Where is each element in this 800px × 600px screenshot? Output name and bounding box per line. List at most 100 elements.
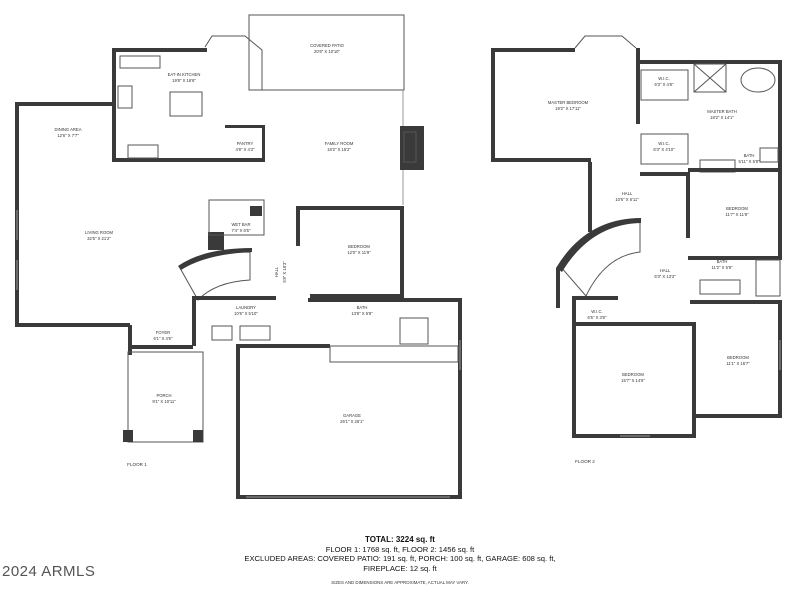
- hall-lower-dim: 6'3" X 13'3": [654, 274, 676, 279]
- master-west-wall: [491, 48, 495, 162]
- bedroom-name: BEDROOM: [348, 244, 370, 249]
- total-area: TOTAL: 3224 sq. ft: [365, 535, 435, 544]
- floor-1-plan: [15, 14, 462, 499]
- wet-bar-column: [250, 206, 262, 216]
- garage-east-wall: [458, 298, 462, 499]
- dining-area-dim: 12'6" X 7'7": [57, 133, 79, 138]
- floor-2-labels: MASTER BEDROOM 19'2" X 17'11" W.I.C. 6'3…: [548, 76, 760, 464]
- bedroom-right-name: BEDROOM: [726, 206, 748, 211]
- wic-top-name: W.I.C.: [658, 76, 669, 81]
- bedroom-west-wall: [296, 206, 300, 246]
- porch-outline: [127, 351, 204, 443]
- laundry-sink: [239, 325, 271, 341]
- kitchen-counter: [119, 55, 161, 69]
- bath-dim: 13'8" X 5'8": [351, 311, 373, 316]
- floor-1-labels: COVERED PATIO 20'6" X 10'10" EAT-IN KITC…: [55, 43, 374, 467]
- master-bath-dim: 18'2" X 14'1": [710, 115, 734, 120]
- dining-area-name: DINING AREA: [55, 127, 82, 132]
- floor-2-label: FLOOR 2: [575, 459, 595, 464]
- shower: [399, 317, 429, 345]
- master-shower: [693, 63, 727, 93]
- covered-patio-outline: [248, 14, 405, 91]
- hall-upper-name: HALL: [622, 191, 633, 196]
- master-east-wall: [636, 48, 640, 124]
- hall-upper-west-wall: [588, 162, 592, 232]
- laundry-north-wall: [196, 296, 276, 300]
- porch-column-right: [193, 430, 203, 442]
- master-bath-south-wall: [688, 168, 782, 172]
- hall-name: HALL: [274, 266, 279, 277]
- bath-right-name: BATH: [717, 259, 728, 264]
- bedroom-bottom-east-wall: [692, 322, 696, 438]
- hall-dim: 5'8" X 18'3": [282, 261, 287, 283]
- master-north-wall: [491, 48, 575, 52]
- bedroom-right-south-wall: [688, 256, 782, 260]
- bath-name: BATH: [357, 305, 368, 310]
- washer: [211, 325, 233, 341]
- range: [117, 85, 133, 109]
- pantry-east-wall: [262, 125, 265, 162]
- laundry-name: LAUNDRY: [236, 305, 256, 310]
- bath-right-tub: [755, 259, 781, 297]
- garage-name: GARAGE: [343, 413, 361, 418]
- bath-small-name: BATH: [744, 153, 755, 158]
- master-south-wall: [491, 158, 591, 162]
- bedroom-bottom-west-wall: [572, 296, 576, 438]
- bedroom-br-south-wall: [694, 414, 782, 418]
- fireplace-firebox: [403, 131, 417, 163]
- disclaimer: SIZES AND DIMENSIONS ARE APPROXIMATE, AC…: [331, 580, 469, 585]
- wet-bar-name: WET BAR: [231, 222, 250, 227]
- covered-patio-dim: 20'6" X 10'10": [314, 49, 341, 54]
- porch-dim: 9'1" X 10'11": [152, 399, 176, 404]
- floor-areas: FLOOR 1: 1768 sq. ft, FLOOR 2: 1456 sq. …: [325, 544, 475, 554]
- bedroom-right-west-wall: [686, 172, 690, 238]
- excluded-areas: EXCLUDED AREAS: COVERED PATIO: 191 sq. f…: [244, 554, 556, 564]
- eat-in-kitchen-name: EAT-IN KITCHEN: [168, 72, 201, 77]
- hall-lower-name: HALL: [660, 268, 671, 273]
- wet-bar-outline: [208, 199, 265, 236]
- kitchen-south-wall: [112, 158, 262, 162]
- wic-mid-name: W.I.C.: [658, 141, 669, 146]
- floor-2-plan: [491, 35, 782, 438]
- bedroom-br-dim: 11'1" X 16'7": [726, 361, 750, 366]
- bedroom-north-wall: [296, 206, 404, 210]
- watermark: 2024 ARMLS: [2, 563, 96, 580]
- foyer-dim: 6'1" X 4'6": [153, 336, 173, 341]
- wic-mid-outline: [640, 133, 689, 165]
- living-room-dim: 32'5" X 21'2": [87, 236, 111, 241]
- master-bath-north-wall: [640, 60, 781, 64]
- master-bath-name: MASTER BATH: [707, 109, 736, 114]
- bath-right-vanity: [699, 279, 741, 295]
- bath-north-wall: [308, 298, 458, 302]
- bedroom-right-east-wall: [778, 172, 782, 260]
- kitchen-island: [169, 91, 203, 117]
- hall-upper-dim: 10'6" X 6'11": [615, 197, 639, 202]
- wic-top-dim: 6'3" X 4'8": [654, 82, 674, 87]
- master-bedroom-name: MASTER BEDROOM: [548, 100, 589, 105]
- bedroom-dim: 12'0" X 11'9": [347, 250, 371, 255]
- porch-name: PORCH: [156, 393, 171, 398]
- hall-upper-wall: [640, 172, 690, 176]
- bedroom-bottom-name: BEDROOM: [622, 372, 644, 377]
- garage-dim: 26'1" X 26'1": [340, 419, 364, 424]
- garage-west-wall: [236, 344, 240, 499]
- bedroom-south-wall: [310, 294, 404, 298]
- master-bath-east-wall: [778, 60, 782, 176]
- foyer-south-wall: [128, 345, 193, 349]
- wic-low-dim: 6'5" X 3'8": [587, 315, 607, 320]
- bath-right-south-wall: [690, 300, 782, 304]
- kitchen-bay-outline: [204, 35, 263, 90]
- kitchen-counter-south: [127, 144, 159, 159]
- porch-column-left: [123, 430, 133, 442]
- garage-step: [329, 345, 459, 363]
- bedroom-right-dim: 11'7" X 11'8": [725, 212, 749, 217]
- wic-mid-dim: 6'3" X 4'10": [653, 147, 675, 152]
- fireplace-area: FIREPLACE: 12 sq. ft: [363, 563, 437, 573]
- kitchen-north-wall: [112, 48, 207, 52]
- family-room-name: FAMILY ROOM: [325, 141, 354, 146]
- kitchen-west-wall: [112, 48, 116, 160]
- laundry-west-wall: [192, 296, 196, 346]
- bath-small-dim: 5'11" X 5'8": [738, 159, 760, 164]
- wet-bar-block: [208, 232, 224, 250]
- foyer-name: FOYER: [156, 330, 170, 335]
